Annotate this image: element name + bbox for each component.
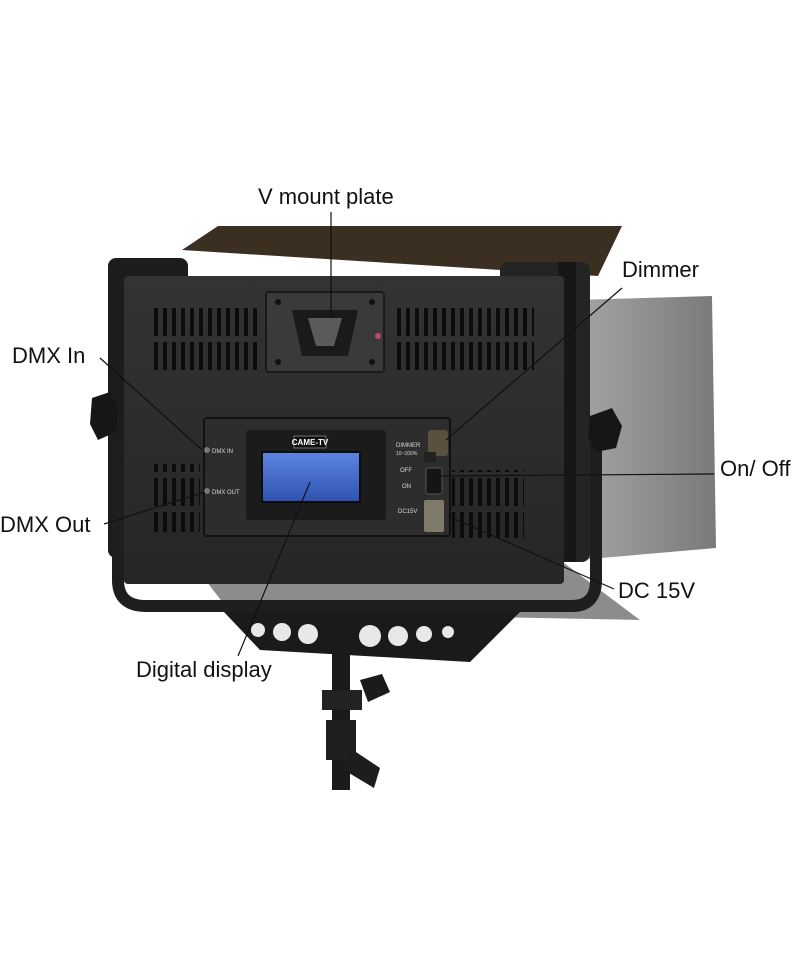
right-barn-door[interactable] <box>575 296 716 560</box>
panel-label-on: ON <box>402 484 411 490</box>
panel-label-dimmer: DIMMER <box>396 443 421 449</box>
label-dmx-in: DMX In <box>12 343 86 368</box>
dc-input-port[interactable] <box>424 500 444 532</box>
label-dimmer: Dimmer <box>622 257 699 282</box>
digital-display-screen <box>261 451 361 503</box>
right-lock-knob[interactable] <box>588 408 622 452</box>
panel-label-dc15v: DC15V <box>398 509 417 515</box>
panel-label-dmx-in: DMX IN <box>212 449 233 455</box>
label-dmx-out: DMX Out <box>0 512 91 537</box>
dmx-out-port[interactable] <box>204 488 210 494</box>
callout-lines <box>99 212 715 657</box>
panel-label-dmx-out: DMX OUT <box>212 490 240 496</box>
label-v-mount-plate: V mount plate <box>258 184 394 209</box>
power-switch[interactable] <box>425 467 443 495</box>
brand-logo: CAME-TV <box>292 438 329 447</box>
dmx-in-port[interactable] <box>204 447 210 453</box>
yoke-bracket <box>112 440 602 612</box>
panel-label-off: OFF <box>400 468 412 474</box>
panel-label-dimmer-range: 10~100% <box>396 451 418 457</box>
label-on-off: On/ Off <box>720 456 791 481</box>
dimmer-knob[interactable] <box>428 430 448 456</box>
left-lock-knob[interactable] <box>90 392 118 440</box>
label-digital-display: Digital display <box>136 657 272 682</box>
label-dc-15v: DC 15V <box>618 578 696 603</box>
v-mount-plate[interactable] <box>265 291 385 373</box>
vent-grids <box>150 306 534 538</box>
